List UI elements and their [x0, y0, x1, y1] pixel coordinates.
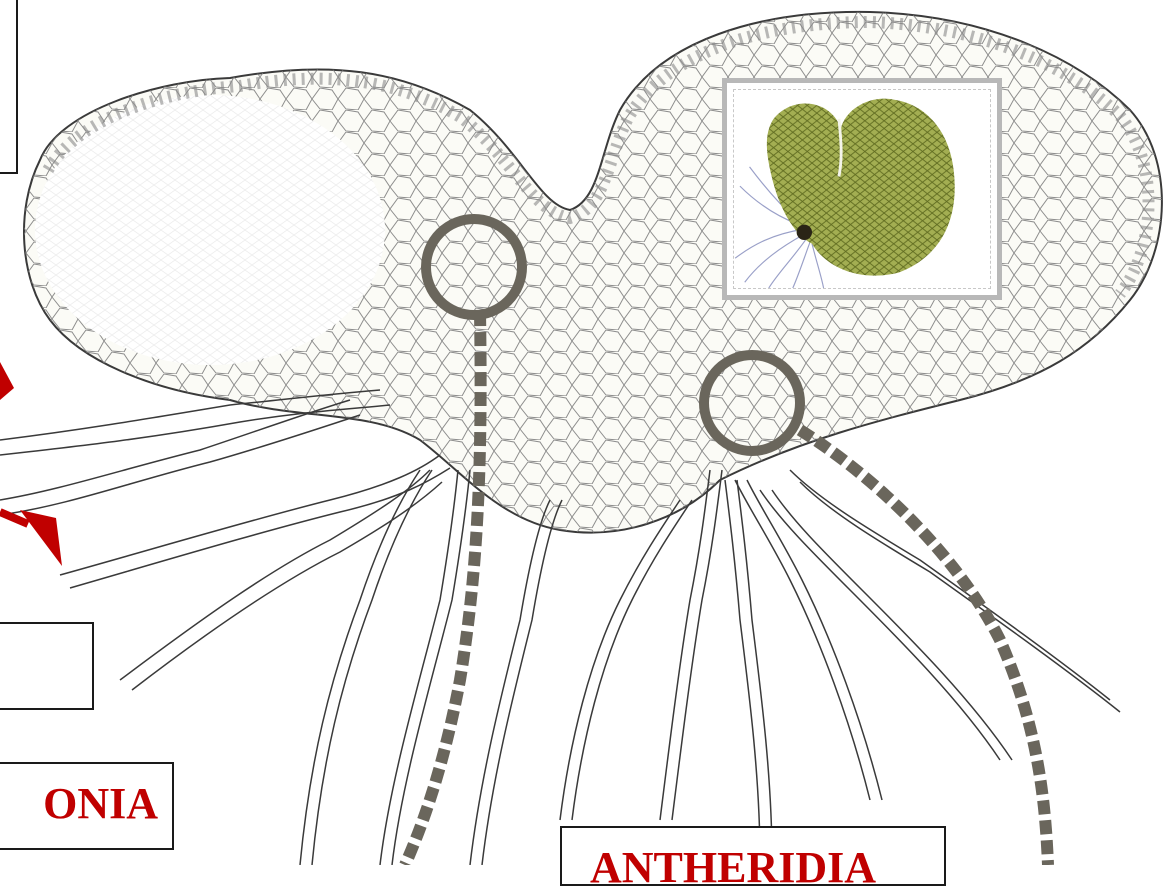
label-box-rhizoid: [0, 622, 94, 710]
photo-thallus-shape: [767, 99, 955, 276]
red-arrow-icon: [0, 510, 62, 566]
red-arrow-icon: [0, 362, 14, 400]
label-box-antheridia: ANTHERIDIA: [560, 826, 946, 886]
photo-dark-spot: [797, 225, 812, 240]
prothallus-photo: [734, 90, 990, 288]
prothallus-photo-inset: [722, 78, 1002, 300]
label-box-archegonia: ONIA: [0, 762, 174, 850]
antheridia-label: ANTHERIDIA: [590, 846, 876, 886]
label-box-top-left: [0, 0, 18, 174]
antheridia-leader-line: [800, 430, 1048, 865]
archegonia-label: ONIA: [43, 782, 158, 826]
